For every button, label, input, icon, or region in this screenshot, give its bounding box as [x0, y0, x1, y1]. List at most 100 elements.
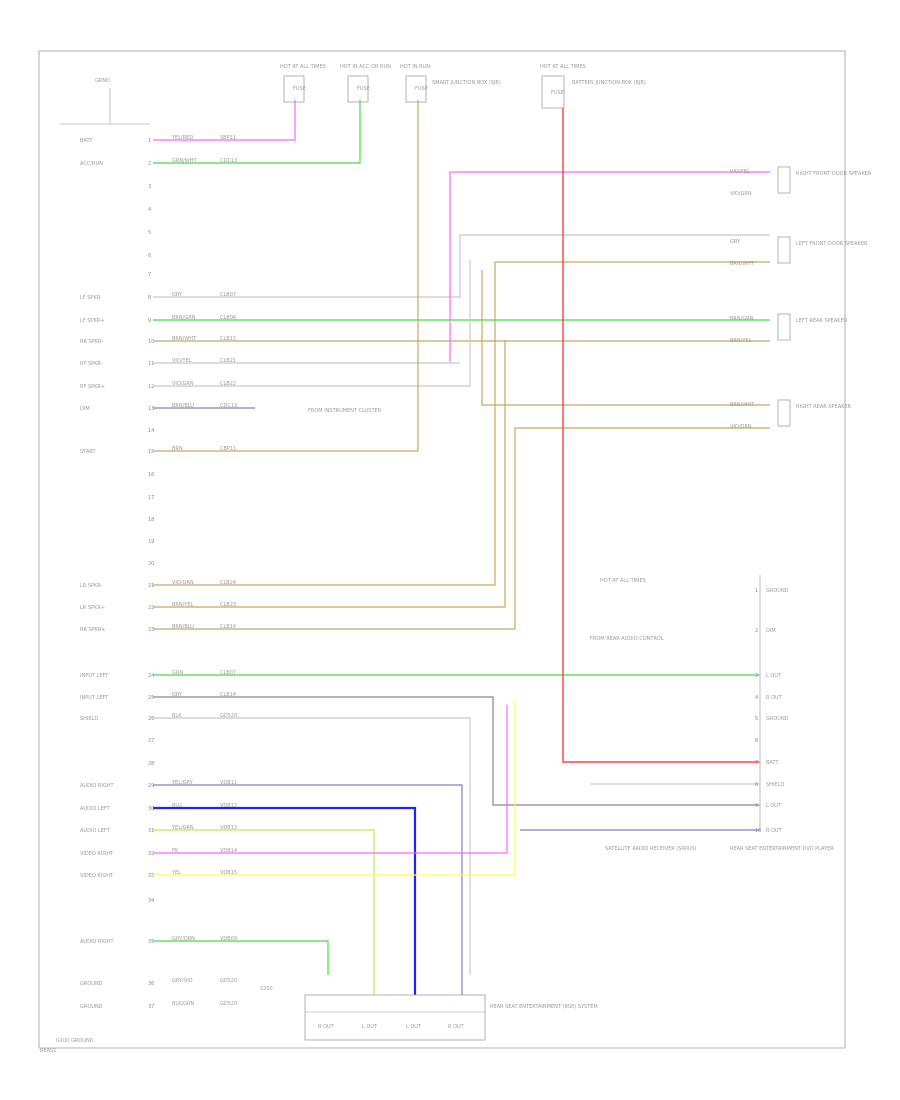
pin-number: 14	[148, 428, 154, 434]
fuse-box-3: HOT IN RUN FUSE SMART JUNCTION BOX (SJB)	[400, 64, 501, 103]
speaker-label: LEFT REAR SPEAKER	[796, 318, 848, 324]
right-pin-number: 8	[755, 782, 758, 788]
right-pin-label: L OUT	[766, 673, 782, 679]
right-pin-label: L OUT	[766, 803, 782, 809]
wire	[153, 696, 760, 806]
wire	[153, 784, 463, 1000]
pin-label: INPUT LEFT	[80, 673, 109, 679]
wire	[481, 270, 770, 406]
wire-color-label: GRY	[172, 292, 183, 298]
wire	[153, 717, 471, 975]
wire	[153, 340, 506, 608]
wire	[153, 940, 329, 975]
wire-color-label: VIO/ORN	[172, 580, 194, 586]
pin-label: BATT	[80, 138, 93, 144]
pin-number: 6	[148, 253, 151, 259]
fuse-box-4-label: HOT AT ALL TIMES	[540, 64, 586, 70]
wire-color-label: BLK	[172, 713, 182, 719]
speaker-wire-2: BRN/WHT	[730, 261, 755, 267]
right-pin-label: R OUT	[766, 828, 783, 834]
wire	[153, 705, 508, 854]
wire-circuit-label: CLB06	[220, 315, 236, 321]
pin-number: 27	[148, 738, 154, 744]
pin-label: AUDIO RIGHT	[80, 783, 115, 789]
pin-number: 1	[148, 138, 151, 144]
pin-number: 24	[148, 673, 154, 679]
bottom-splice-note: S200	[260, 986, 273, 992]
right-unit-label: REAR SEAT ENTERTAINMENT DVD PLAYER	[730, 846, 834, 852]
pin-number: 34	[148, 898, 154, 904]
speaker-wire-1: BRN/GRN	[730, 316, 754, 322]
pin-label: AUDIO LEFT	[80, 806, 111, 812]
wire	[153, 100, 361, 164]
pin-number: 9	[148, 318, 151, 324]
fuse-note-right: BATTERY JUNCTION BOX (BJB)	[572, 80, 646, 86]
wire	[153, 100, 419, 452]
pin-number: 8	[148, 295, 151, 301]
bottom-pin-2: L OUT	[362, 1024, 378, 1030]
pin-number: 10	[148, 339, 154, 345]
fuse-1-label: FUSE	[293, 86, 306, 92]
ground-label: GRND	[95, 78, 110, 84]
wire-circuit-label: CLB13	[220, 336, 236, 342]
wire-circuit-label: CLB07	[220, 292, 236, 298]
right-pin-number: 10	[755, 828, 761, 834]
pin-number: 29	[148, 783, 154, 789]
fuse-box-1-label: HOT AT ALL TIMES	[280, 64, 326, 70]
fuse-3-label: FUSE	[415, 86, 428, 92]
pin-label: SHIELD	[80, 716, 98, 722]
wire	[153, 234, 770, 298]
pin-number: 21	[148, 583, 154, 589]
fuse-2-label: FUSE	[357, 86, 370, 92]
pin-label: LF SPKR+	[80, 318, 104, 324]
speakers: RIGHT FRONT DOOR SPEAKERVIO/YELVIO/GRNLE…	[730, 166, 872, 430]
wire-color-label: BLU	[172, 803, 182, 809]
fuse-box-4: HOT AT ALL TIMES FUSE BATTERY JUNCTION B…	[540, 64, 646, 109]
footer-code: REAS1	[40, 1048, 56, 1054]
fuse-box-2-label: HOT IN ACC OR RUN	[340, 64, 391, 70]
pin-number: 31	[148, 828, 154, 834]
speaker-wire-1: VIO/YEL	[730, 169, 750, 175]
pin-number: 36	[148, 981, 154, 987]
pin-number: 28	[148, 761, 154, 767]
pin-number: 7	[148, 272, 151, 278]
pin-label: LF SPKR-	[80, 295, 102, 301]
diagram-frame	[38, 50, 846, 1049]
right-top-note: HOT AT ALL TIMES	[600, 578, 646, 584]
pin-number: 17	[148, 495, 154, 501]
wire	[153, 261, 770, 586]
pin-label: AUDIO RIGHT	[80, 939, 115, 945]
speaker-label: RIGHT REAR SPEAKER	[796, 404, 852, 410]
pin-number: 16	[148, 472, 154, 478]
wire-color-label: GRN/WHT	[172, 158, 197, 164]
wire-circuit-label: GD520	[220, 713, 237, 719]
right-mid-note: FROM REAR AUDIO CONTROL	[590, 636, 664, 642]
pin-label: DIM	[80, 406, 90, 412]
right-pin-number: 1	[755, 588, 758, 594]
wire-circuit-label: CLB22	[220, 381, 236, 387]
pin-number: 13	[148, 406, 154, 412]
pin-label: RF SPKR-	[80, 361, 103, 367]
wire-color-label: PK	[172, 848, 179, 854]
wire-circuit-label: CBP11	[220, 446, 236, 452]
pin-number: 37	[148, 1004, 154, 1010]
wire-color-label: GRY/ORN	[172, 936, 195, 942]
speaker-symbol	[777, 236, 791, 264]
pin-number: 20	[148, 561, 154, 567]
right-pin-label: GROUND	[766, 716, 789, 722]
pin-number: 22	[148, 605, 154, 611]
wire-color-label: YEL/RED	[171, 135, 193, 141]
wire-color-label: VIO/YEL	[172, 358, 192, 364]
wire-circuit-label: CLB23	[220, 602, 236, 608]
right-pin-number: 6	[755, 738, 758, 744]
right-pin-number: 5	[755, 716, 758, 722]
wire-circuit-label: VDB15	[220, 870, 237, 876]
pin-label: GROUND	[80, 981, 103, 987]
pin-label: LR SPKR+	[80, 605, 105, 611]
speaker-wire-2: BRN/YEL	[730, 338, 752, 344]
right-pin-number: 3	[755, 673, 758, 679]
pin-number: 2	[148, 161, 151, 167]
